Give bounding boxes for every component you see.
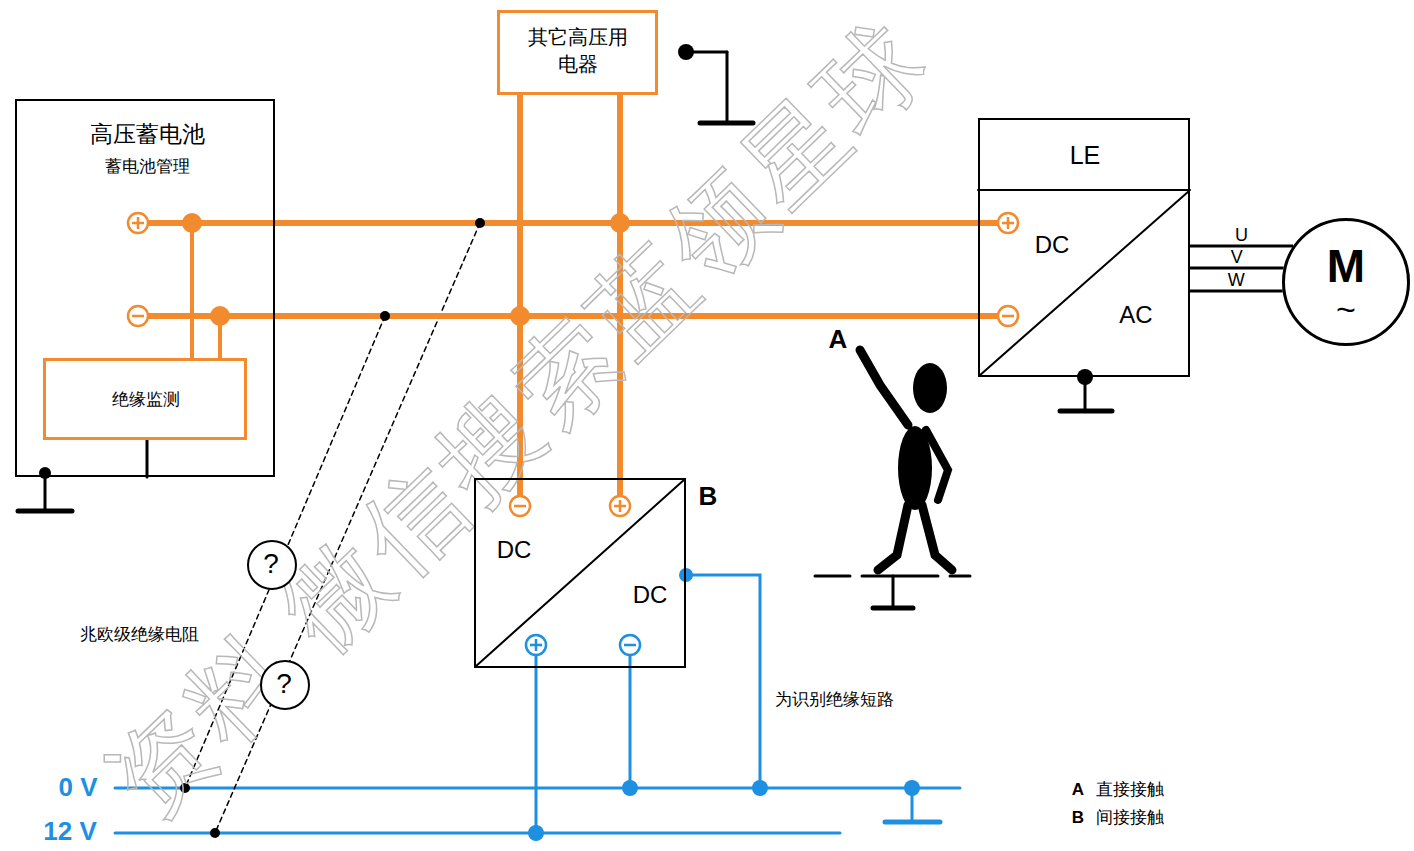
junction-dot (904, 780, 920, 796)
question-circle: ? (247, 540, 297, 590)
inverter-box: LE DC AC (978, 118, 1190, 377)
question-circle: ? (260, 660, 310, 710)
phase-label: V (1231, 248, 1243, 266)
hv-wire (190, 223, 194, 358)
node-text: ~ (1336, 289, 1356, 330)
consumer-box: 其它高压用 电器 (497, 10, 658, 95)
person-figure (815, 350, 970, 608)
hv-wire (978, 220, 998, 226)
wire-connector (275, 316, 520, 478)
wire-connector (275, 95, 520, 316)
note-text: 为识别绝缘短路 (775, 690, 894, 710)
junction-dot (528, 825, 544, 841)
dcdc-box: DC DC (474, 478, 686, 668)
box-divider (978, 189, 1190, 191)
lv-wire (629, 655, 632, 788)
callout-letter: B (699, 481, 718, 512)
wire-connector (275, 95, 620, 223)
junction-dot (679, 568, 693, 582)
junction-dot (510, 306, 530, 326)
ground-symbol (700, 121, 753, 126)
terminal-symbol (128, 213, 148, 233)
node-text: DC (1035, 231, 1070, 260)
terminal-symbol (620, 635, 640, 655)
key-text: 直接接触 (1096, 780, 1164, 800)
junction-dot (610, 213, 630, 233)
node-text: 蓄电池管理 (105, 157, 190, 177)
terminal-symbol (510, 496, 530, 516)
node-text: 绝缘监测 (112, 389, 180, 409)
terminal-symbol (998, 213, 1018, 233)
junction-dot (475, 218, 485, 228)
callout-letter: A (829, 324, 848, 355)
key-letter: B (1072, 808, 1084, 828)
node-text: DC (497, 536, 532, 565)
rail-12v (115, 832, 840, 835)
ground-symbol (18, 509, 72, 514)
insulation-path (185, 316, 385, 788)
node-text: DC (633, 581, 668, 610)
terminal-symbol (526, 635, 546, 655)
terminal-symbol (610, 496, 630, 516)
phase-label: W (1228, 271, 1245, 289)
junction-dot (752, 780, 768, 796)
phase-label: U (1235, 226, 1248, 244)
converter-diagonal (979, 191, 1189, 376)
node-text: 其它高压用 电器 (522, 24, 634, 78)
hv-wire (517, 478, 523, 496)
terminal-symbol (128, 306, 148, 326)
node-text: ? (276, 667, 292, 701)
hv-wire (617, 478, 623, 496)
terminal-symbol (998, 306, 1018, 326)
lv-wire (686, 575, 760, 788)
rail-name: 12 V (43, 816, 97, 847)
wire-connector (1190, 267, 1284, 270)
junction-dot (622, 780, 638, 796)
battery-box: 绝缘监测 高压蓄电池蓄电池管理 (15, 99, 275, 477)
ground-wire (44, 473, 47, 510)
node-text: 高压蓄电池 (90, 121, 205, 149)
ground-symbol (1060, 409, 1112, 414)
watermark: 资料 微信搜索蓝领星球 (86, 0, 954, 842)
junction-dot (210, 828, 220, 838)
node-text: AC (1119, 301, 1152, 330)
ground-dot (678, 44, 694, 60)
lv-wire (535, 655, 538, 833)
node-text: M (1327, 239, 1365, 294)
wire-connector (275, 223, 620, 478)
node-text: LE (1070, 140, 1101, 170)
converter-diagonal (475, 479, 685, 667)
junction-dot (380, 311, 390, 321)
ground-wire (726, 52, 729, 122)
junction-dot (180, 783, 190, 793)
wire-connector (1190, 290, 1283, 293)
junction-dot (182, 213, 202, 233)
hv-wire (148, 220, 276, 226)
motor-circle: M~ (1282, 218, 1410, 346)
ground-symbol (885, 820, 940, 825)
key-letter: A (1072, 780, 1084, 800)
node-text: ? (263, 547, 279, 581)
key-text: 间接接触 (1096, 808, 1164, 828)
note-text: 兆欧级绝缘电阻 (80, 625, 199, 645)
monitor-box: 绝缘监测 (43, 358, 247, 440)
ground-wire (146, 440, 149, 477)
ground-dot (1077, 369, 1093, 385)
hv-wire (978, 313, 998, 319)
rail-name: 0 V (58, 772, 97, 803)
junction-dot (210, 306, 230, 326)
